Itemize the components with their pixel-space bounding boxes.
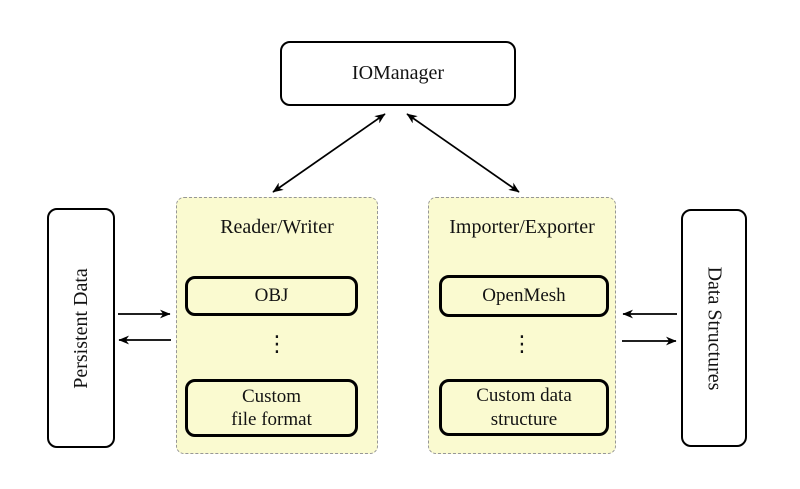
node-iomanager: IOManager	[280, 41, 516, 106]
vertical-ellipsis: ⋮	[266, 332, 288, 357]
group-importer-exporter-label: Importer/Exporter	[449, 216, 595, 238]
node-persistent-data-label: Persistent Data	[69, 267, 92, 389]
node-data-structures: Data Structures	[681, 209, 747, 447]
node-iomanager-label: IOManager	[351, 62, 445, 84]
item-custom-data-structure: Custom data structure	[439, 379, 609, 436]
item-custom-file-format-line1: Custom	[241, 385, 302, 407]
item-openmesh: OpenMesh	[439, 275, 609, 317]
vertical-ellipsis: ⋮	[511, 332, 533, 357]
item-obj: OBJ	[185, 276, 358, 316]
item-custom-file-format-line2: file format	[231, 409, 312, 430]
group-importer-exporter: Importer/Exporter OpenMesh ⋮ Custom data…	[428, 197, 616, 454]
group-reader-writer: Reader/Writer OBJ ⋮ Custom file format	[176, 197, 378, 454]
item-obj-label: OBJ	[254, 285, 289, 307]
arrow-iomanager-importerexporter	[406, 113, 520, 193]
group-reader-writer-label: Reader/Writer	[220, 216, 334, 238]
item-custom-data-structure-line2: structure	[490, 408, 558, 430]
item-custom-file-format: Custom file format	[185, 379, 358, 437]
item-custom-data-structure-line1: Custom data	[476, 385, 572, 407]
node-persistent-data: Persistent Data	[47, 208, 115, 448]
item-openmesh-label: OpenMesh	[482, 285, 566, 307]
arrow-iomanager-readerwriter	[272, 113, 386, 193]
node-data-structures-label: Data Structures	[703, 266, 726, 390]
